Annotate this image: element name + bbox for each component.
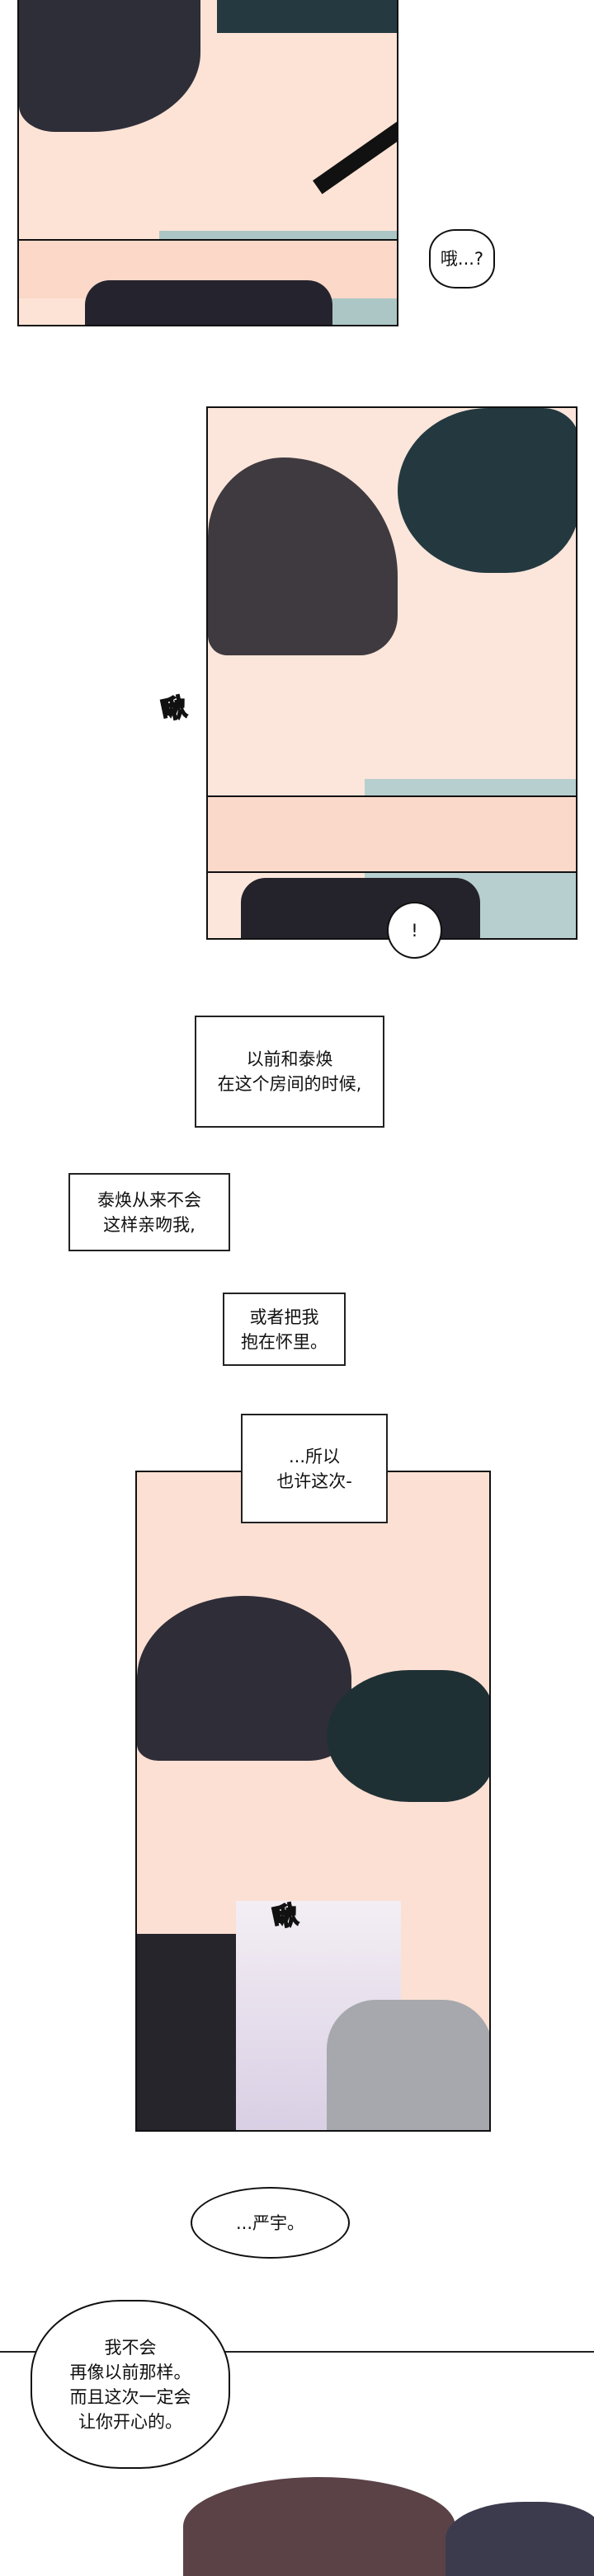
- panel-border-line: [0, 2351, 594, 2353]
- caption-line: 也许这次-: [276, 1471, 352, 1491]
- caption-box-4: ...所以 也许这次-: [241, 1414, 388, 1523]
- speech-text: !: [411, 920, 418, 941]
- speech-text: 哦...?: [440, 249, 484, 269]
- speech-bubble-yanyu: ...严宇。: [191, 2187, 350, 2259]
- character-hair-navy: [446, 2502, 594, 2576]
- caption-line: 以前和泰焕: [246, 1049, 333, 1069]
- character-hair-teal: [217, 0, 397, 33]
- caption-line: 这样亲吻我,: [103, 1214, 196, 1235]
- caption-box-3: 或者把我 抱在怀里。: [223, 1293, 346, 1366]
- speech-line: 我不会: [104, 2337, 157, 2358]
- character-collar: [313, 119, 397, 195]
- character-dark-shirt: [85, 280, 332, 325]
- character-dark-shirt: [241, 878, 480, 938]
- comic-panel-2: [206, 406, 578, 940]
- character-hair-teal: [398, 408, 576, 573]
- character-dark-shirt: [137, 1934, 236, 2130]
- speech-line: 再像以前那样。: [69, 2362, 191, 2382]
- caption-box-1: 以前和泰焕 在这个房间的时候,: [195, 1016, 384, 1128]
- caption-line: ...所以: [288, 1446, 341, 1466]
- comic-panel-3: [135, 1471, 491, 2132]
- character-hair-brown: [183, 2477, 455, 2576]
- sound-effect-kiss: 啾: [158, 692, 190, 726]
- caption-line: 在这个房间的时候,: [217, 1074, 362, 1094]
- caption-line: 抱在怀里。: [241, 1331, 328, 1352]
- character-arm: [208, 795, 576, 873]
- caption-box-2: 泰焕从来不会 这样亲吻我,: [68, 1173, 230, 1251]
- caption-line: 泰焕从来不会: [97, 1189, 201, 1210]
- speech-line: 而且这次一定会: [69, 2386, 191, 2407]
- speech-bubble-final: 我不会 再像以前那样。 而且这次一定会 让你开心的。: [31, 2300, 230, 2469]
- speech-bubble-oh: 哦...?: [429, 229, 495, 289]
- character-hair-teal: [327, 1670, 489, 1802]
- character-hair-dark: [137, 1596, 351, 1761]
- character-grey-shirt: [327, 2000, 489, 2130]
- caption-line: 或者把我: [249, 1307, 319, 1327]
- character-hair-dark: [19, 0, 200, 132]
- character-hair-brown: [208, 457, 398, 655]
- comic-panel-1: [17, 0, 398, 326]
- speech-line: 让你开心的。: [78, 2411, 182, 2432]
- speech-bubble-exclaim: !: [387, 902, 442, 959]
- speech-text: ...严宇。: [235, 2212, 305, 2233]
